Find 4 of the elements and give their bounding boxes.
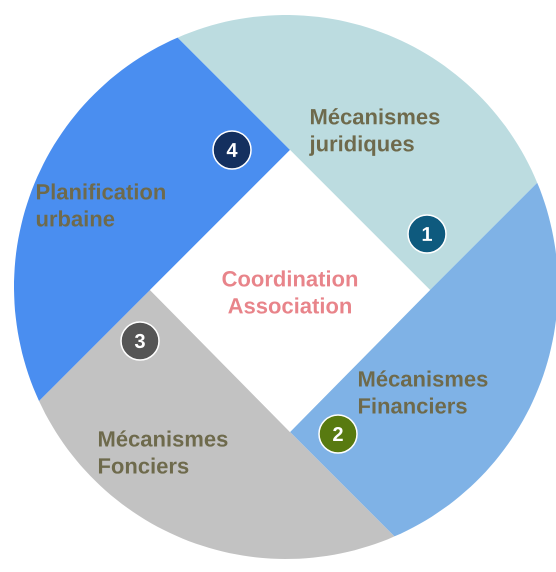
number-badge: 3 [120,321,160,361]
number-badge: 2 [318,414,358,454]
number-badge: 4 [212,130,252,170]
number-badge: 1 [407,214,447,254]
